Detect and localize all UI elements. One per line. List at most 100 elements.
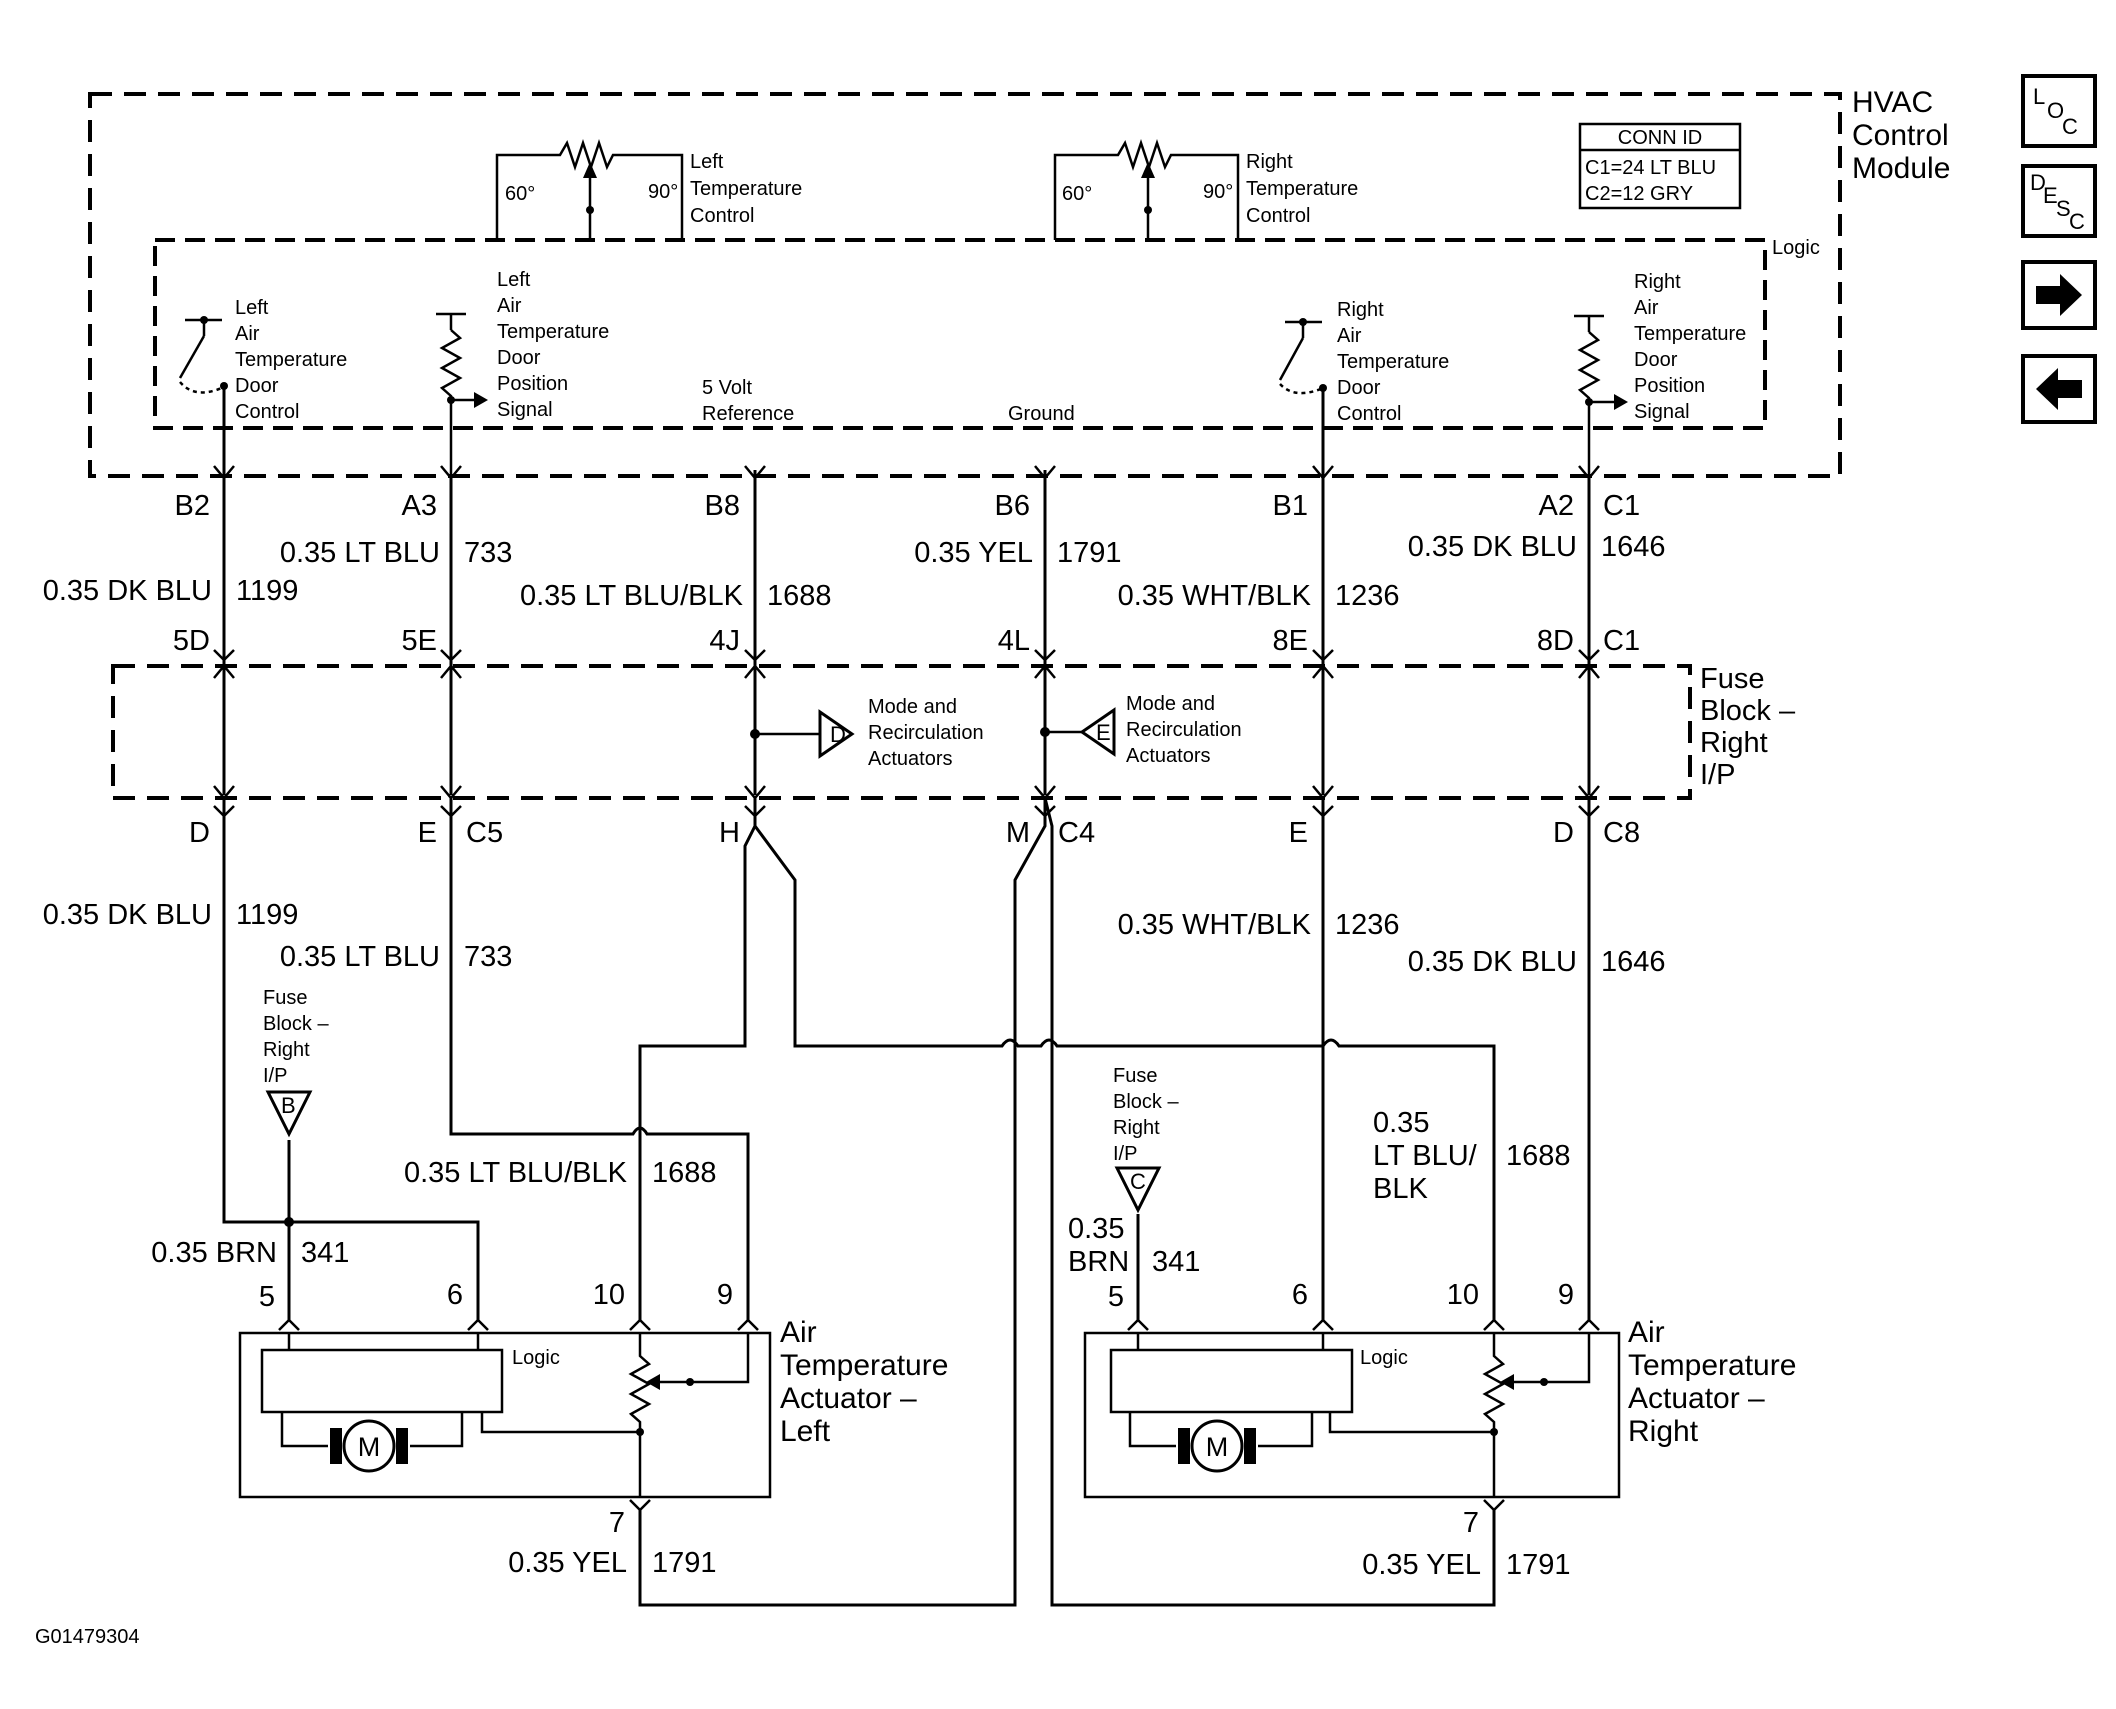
- desc-glyph-s: S: [2056, 196, 2071, 221]
- splice-e-label-3: Actuators: [1126, 745, 1210, 767]
- left-door-position-label-3: Temperature: [497, 321, 609, 343]
- ground-b-letter: B: [281, 1093, 296, 1118]
- actuator-right-logic-label: Logic: [1360, 1347, 1408, 1369]
- wire-circuit: 1199: [236, 899, 298, 931]
- right-door-position-resistor: [1574, 314, 1628, 476]
- desc-glyph-e: E: [2043, 183, 2058, 208]
- fuse-block-title-line-1: Fuse: [1700, 663, 1764, 695]
- right-temp-low: 60°: [1062, 183, 1092, 205]
- splice-d-label-3: Actuators: [868, 748, 952, 770]
- wire-size: 0.35 DK BLU: [43, 899, 212, 931]
- ground-c-label-2: Block –: [1113, 1091, 1179, 1113]
- next-button[interactable]: [2021, 260, 2097, 330]
- actuator-left-title-1: Air: [780, 1316, 817, 1349]
- wire-circuit: 1236: [1335, 580, 1400, 612]
- arrow-left-icon: [2036, 368, 2082, 410]
- actuator-pin: 5: [259, 1281, 275, 1313]
- wire-circuit: 1688: [652, 1157, 717, 1189]
- motor-icon: [342, 1419, 396, 1473]
- wire-size-line-3: BLK: [1373, 1173, 1428, 1205]
- wire-size-line-2: LT BLU/: [1373, 1140, 1478, 1172]
- fuse-block-top-pins: 5D 5E 4J 4L 8E 8D C1: [173, 625, 1640, 657]
- ground-b-label-3: Right: [263, 1039, 310, 1061]
- wire-circuit: 1646: [1601, 531, 1666, 563]
- splice-e-label-2: Recirculation: [1126, 719, 1242, 741]
- pin-label: H: [719, 817, 740, 849]
- splice-d-icon: [818, 709, 855, 759]
- wire-size: 0.35 YEL: [508, 1547, 627, 1579]
- pin-label: D: [189, 817, 210, 849]
- actuator-pin: 10: [1447, 1279, 1479, 1311]
- wire-size-line-1: 0.35: [1068, 1213, 1124, 1245]
- module-title-line-2: Control: [1852, 119, 1949, 152]
- pin-label: M: [1006, 817, 1030, 849]
- desc-button[interactable]: D E S C: [2021, 164, 2097, 238]
- wire-size: 0.35 LT BLU/BLK: [404, 1157, 628, 1189]
- left-door-position-label-1: Left: [497, 269, 531, 291]
- pin-label: B2: [175, 490, 210, 522]
- actuator-pin: 10: [593, 1279, 625, 1311]
- conn-id-box: CONN ID C1=24 LT BLU C2=12 GRY: [1578, 122, 1742, 210]
- ground-c-label-4: I/P: [1113, 1143, 1137, 1165]
- wire-circuit: 341: [301, 1237, 349, 1269]
- actuator-pin: 5: [1108, 1281, 1124, 1313]
- wire-size: 0.35 LT BLU/BLK: [520, 580, 744, 612]
- fuse-block-bottom-pins: D E C5 H M C4 E D C8: [189, 817, 1640, 849]
- left-door-position-label-4: Door: [497, 347, 541, 369]
- previous-button[interactable]: [2021, 354, 2097, 424]
- pin-label: A2: [1539, 490, 1574, 522]
- right-temperature-control: 60° 90° Right Temperature Control: [1053, 139, 1358, 240]
- pin-label: A3: [402, 490, 437, 522]
- splice-e-label-1: Mode and: [1126, 693, 1215, 715]
- pin-label: 5E: [402, 625, 437, 657]
- actuator-pin: 7: [609, 1507, 625, 1539]
- right-door-control-label-1: Right: [1337, 299, 1384, 321]
- wire-size: 0.35 DK BLU: [1408, 531, 1577, 563]
- air-temperature-actuator-left: Logic M 5 6 10 9 7 Air Temperature Actua…: [238, 1279, 948, 1539]
- signal-arrow-icon: [474, 392, 488, 408]
- signal-arrow-icon: [1614, 394, 1628, 410]
- ground-label: Ground: [1008, 403, 1075, 425]
- splice-d-label-1: Mode and: [868, 696, 957, 718]
- desc-glyph-d: D: [2030, 170, 2046, 195]
- hvac-control-module: HVAC Control Module Logic CONN ID C1=24 …: [88, 86, 1950, 478]
- wiper-arrow-icon: [1500, 1374, 1514, 1390]
- fuse-block-title-line-4: I/P: [1700, 759, 1735, 791]
- left-door-position-label-6: Signal: [497, 399, 553, 421]
- pin-label: C8: [1603, 817, 1640, 849]
- right-door-control-label-5: Control: [1337, 403, 1401, 425]
- splice-e-icon: [1079, 707, 1116, 757]
- wire-size: 0.35 DK BLU: [1408, 946, 1577, 978]
- wire-circuit: 1791: [652, 1547, 717, 1579]
- splice-e-letter: E: [1096, 720, 1111, 745]
- desc-glyph-c: C: [2069, 209, 2085, 234]
- loc-button[interactable]: L O C: [2021, 74, 2097, 148]
- right-temp-label-3: Control: [1246, 205, 1310, 227]
- desc-icon: D E S C: [2030, 170, 2085, 234]
- figure-id: G01479304: [35, 1626, 140, 1648]
- pin-label: D: [1553, 817, 1574, 849]
- actuator-left-logic-label: Logic: [512, 1347, 560, 1369]
- pin-label: 8D: [1537, 625, 1574, 657]
- ground-c-letter: C: [1130, 1169, 1146, 1194]
- wire-size: 0.35 LT BLU: [280, 941, 440, 973]
- wiper-arrow-icon: [646, 1374, 660, 1390]
- right-door-position-label-4: Door: [1634, 349, 1678, 371]
- loc-icon: L O C: [2033, 84, 2078, 139]
- ground-b-label-1: Fuse: [263, 987, 307, 1009]
- right-door-control-label-3: Temperature: [1337, 351, 1449, 373]
- actuator-pin: 6: [1292, 1279, 1308, 1311]
- splice-d-label-2: Recirculation: [868, 722, 984, 744]
- left-door-position-resistor: [436, 312, 488, 476]
- wire-circuit: 341: [1152, 1246, 1200, 1278]
- actuator-pin: 7: [1463, 1507, 1479, 1539]
- left-temp-label-2: Temperature: [690, 178, 802, 200]
- actuator-wire-labels: 0.35 DK BLU 1199 0.35 LT BLU 733 0.35 WH…: [43, 899, 1666, 1581]
- left-door-position-label-5: Position: [497, 373, 568, 395]
- wire-size-line-2: BRN: [1068, 1246, 1129, 1278]
- ground-c-label-3: Right: [1113, 1117, 1160, 1139]
- conn-id-line-1: C1=24 LT BLU: [1585, 157, 1716, 179]
- right-temp-high: 90°: [1203, 181, 1233, 203]
